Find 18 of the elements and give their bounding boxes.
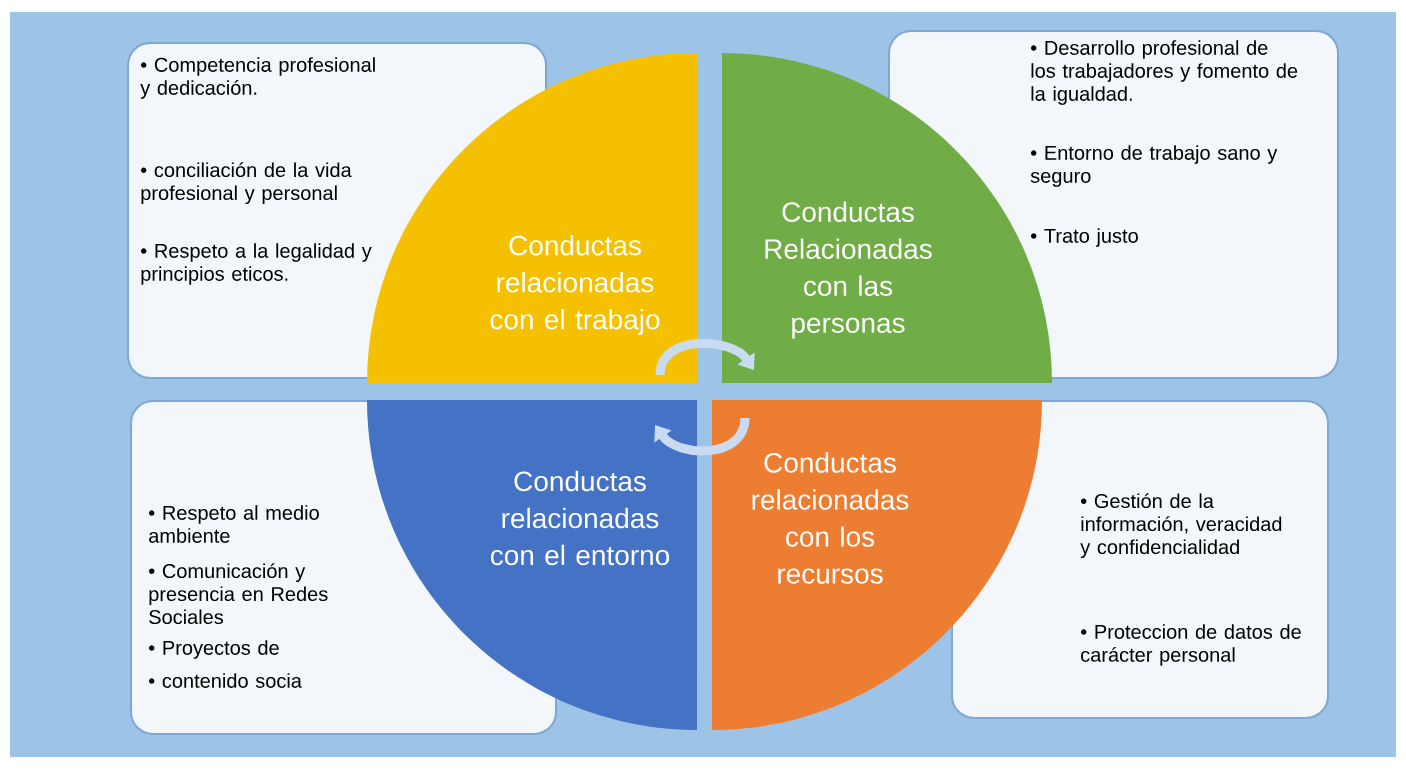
bullet-item: • Gestión de la información, veracidad y confidencialidad	[1080, 493, 1282, 559]
quarter-label: Conductas relacionadas con los recursos	[752, 452, 909, 584]
bullet-item: • contenido socia	[149, 673, 302, 688]
bullet-item: • Proteccion de datos de carácter personal	[1081, 624, 1301, 666]
bullet-item: • Desarrollo profesional de los trabajadores y fomento de la igualdad.	[1031, 40, 1298, 105]
quarter-label: Conductas relacionadas con el trabajo	[490, 234, 660, 336]
bullet-item: • Comunicación y presencia en Redes Sociales	[149, 563, 328, 625]
quarter-label: Conductas Relacionadas con las personas	[765, 201, 932, 339]
bullet-item: • Respeto al medio ambiente	[149, 505, 319, 543]
bullet-item: • Proyectos de	[149, 640, 279, 659]
bullet-item: • Trato justo	[1031, 228, 1138, 247]
bullet-item: • Entorno de trabajo sano y seguro	[1030, 145, 1278, 187]
curved-arrow	[655, 338, 755, 376]
quarter-label: Conductas relacionadas con el entorno	[490, 470, 670, 566]
curved-arrow	[654, 417, 750, 456]
bullet-item: • conciliación de la vida profesional y personal	[141, 162, 352, 205]
bullet-item: • Respeto a la legalidad y principios eticos.	[141, 243, 372, 285]
bullet-item: • Competencia profesional y dedicación.	[140, 57, 375, 99]
